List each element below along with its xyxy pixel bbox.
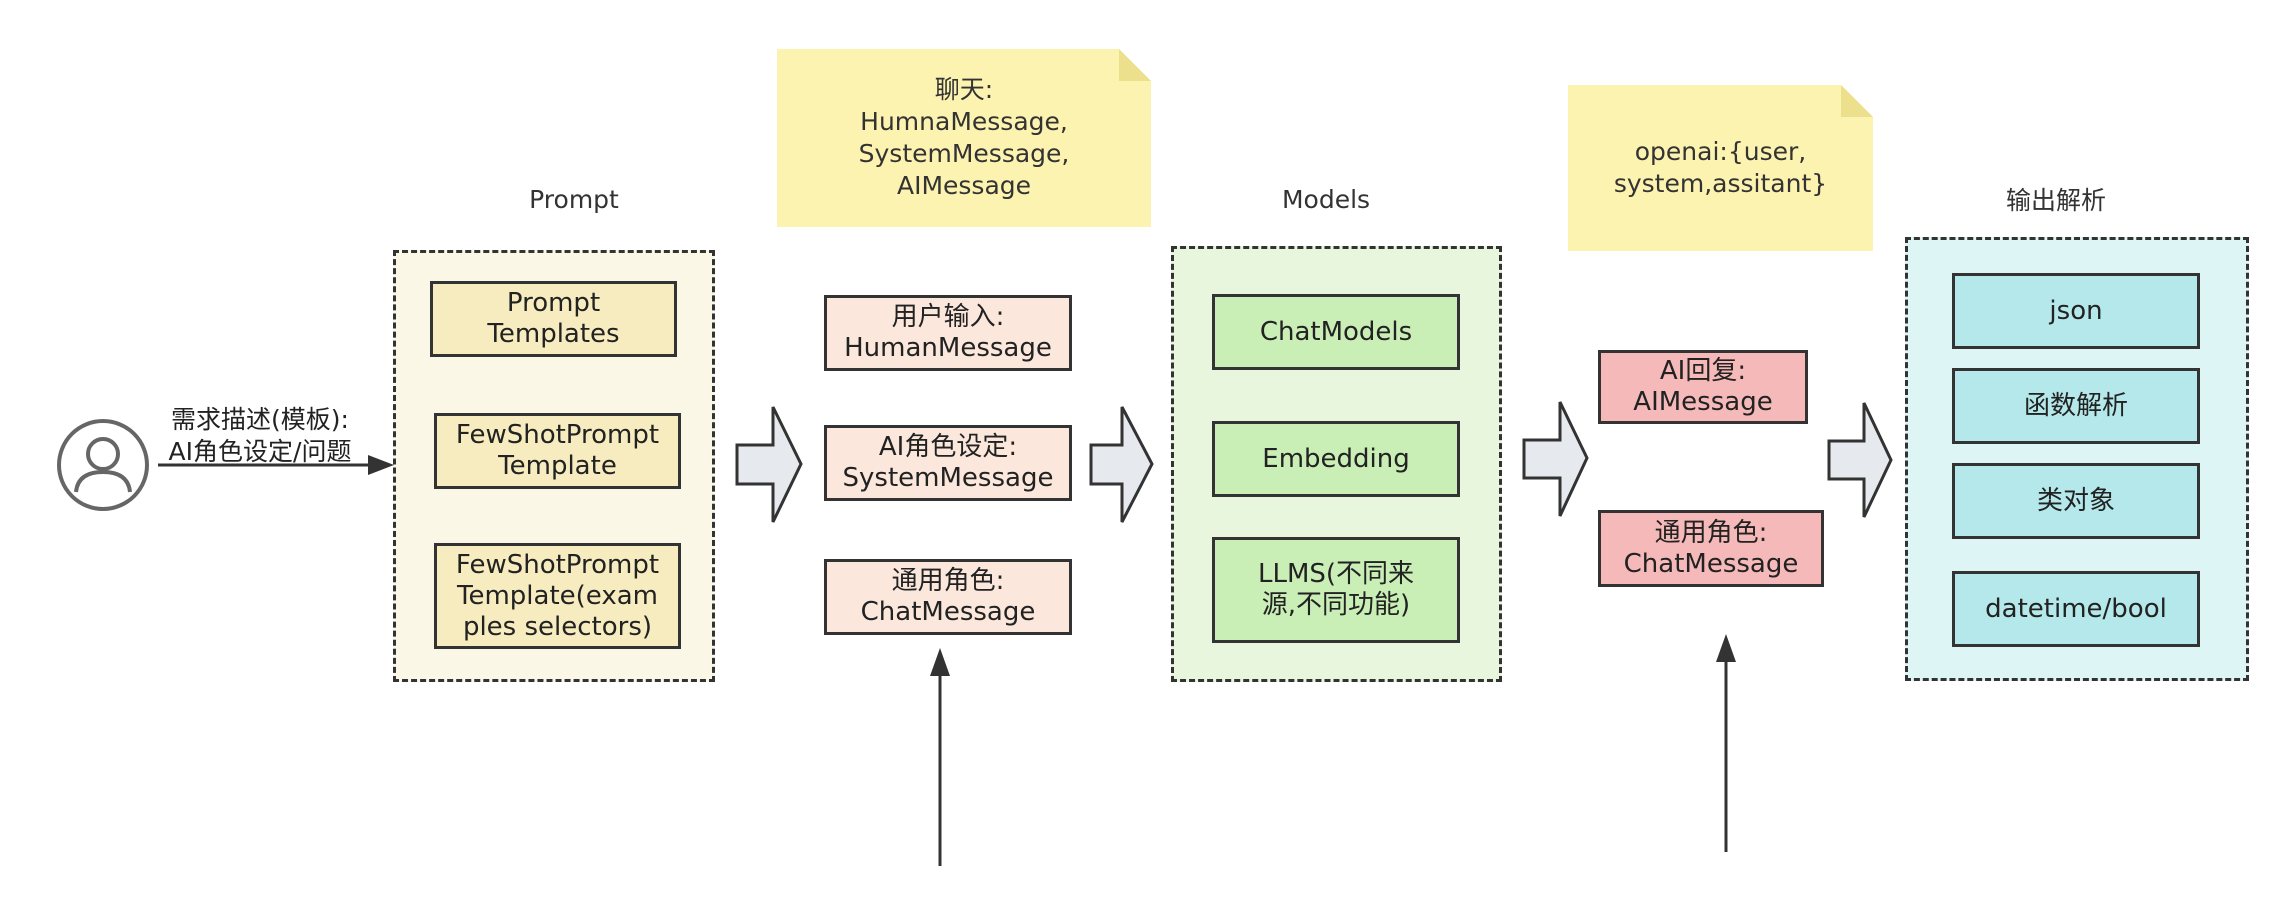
chat-message-box: 通用角色: ChatMessage bbox=[824, 559, 1072, 635]
messages-input-arrowhead bbox=[930, 648, 950, 676]
embedding-box: Embedding bbox=[1212, 421, 1460, 497]
fewshot-prompt-template-box: FewShotPrompt Template bbox=[434, 413, 681, 489]
response-chat-message-box: 通用角色: ChatMessage bbox=[1598, 510, 1824, 587]
output-parser-title: 输出解析 bbox=[2005, 186, 2106, 215]
models-title: Models bbox=[1281, 184, 1371, 214]
flow-arrow-models-to-responses bbox=[1522, 401, 1589, 517]
chat-message-note: 聊天: HumnaMessage, SystemMessage, AIMessa… bbox=[777, 49, 1151, 227]
user-avatar-icon bbox=[56, 418, 150, 512]
flow-arrow-responses-to-output bbox=[1827, 402, 1893, 518]
datetime-bool-parser-box: datetime/bool bbox=[1952, 571, 2200, 647]
system-message-box: AI角色设定: SystemMessage bbox=[824, 425, 1072, 501]
user-description-line2: AI角色设定/问题 bbox=[168, 437, 352, 466]
function-parser-box: 函数解析 bbox=[1952, 368, 2200, 444]
flow-arrow-messages-to-models bbox=[1089, 406, 1154, 523]
openai-roles-note: openai:{user, system,assitant} bbox=[1568, 85, 1873, 251]
human-message-box: 用户输入: HumanMessage bbox=[824, 295, 1072, 371]
class-object-parser-box: 类对象 bbox=[1952, 463, 2200, 539]
responses-input-arrowhead bbox=[1716, 634, 1736, 662]
chat-message-note-text: 聊天: HumnaMessage, SystemMessage, AIMessa… bbox=[858, 75, 1070, 200]
chat-models-box: ChatModels bbox=[1212, 294, 1460, 370]
prompt-templates-box: Prompt Templates bbox=[430, 281, 677, 357]
fewshot-example-selectors-box: FewShotPrompt Template(exam ples selecto… bbox=[434, 543, 681, 649]
prompt-title: Prompt bbox=[529, 184, 619, 214]
ai-message-box: AI回复: AIMessage bbox=[1598, 350, 1808, 424]
user-to-prompt-arrowhead bbox=[368, 455, 394, 475]
flow-arrow-prompt-to-messages bbox=[735, 406, 803, 523]
json-parser-box: json bbox=[1952, 273, 2200, 349]
openai-roles-note-text: openai:{user, system,assitant} bbox=[1613, 137, 1828, 198]
user-description-line1: 需求描述(模板): bbox=[171, 405, 349, 434]
llms-box: LLMS(不同来 源,不同功能) bbox=[1212, 537, 1460, 643]
